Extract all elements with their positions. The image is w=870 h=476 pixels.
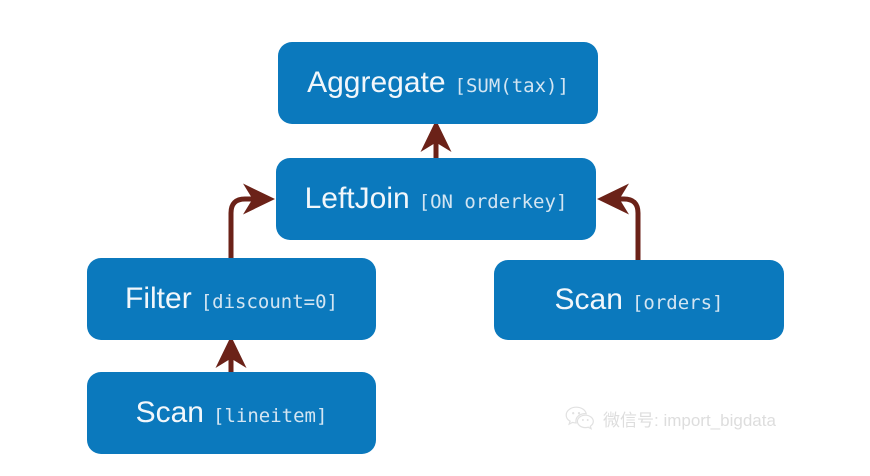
- edge-scanorders-to-leftjoin: [596, 183, 641, 260]
- node-aggregate-content: Aggregate [SUM(tax)]: [307, 66, 569, 100]
- watermark: 微信号: import_bigdata: [565, 405, 776, 431]
- node-aggregate[interactable]: Aggregate [SUM(tax)]: [278, 42, 598, 124]
- node-leftjoin-content: LeftJoin [ON orderkey]: [305, 182, 568, 216]
- node-scan-orders-content: Scan [orders]: [555, 283, 724, 317]
- node-aggregate-args: [SUM(tax)]: [454, 75, 569, 97]
- node-scan-lineitem[interactable]: Scan [lineitem]: [87, 372, 376, 454]
- node-leftjoin-args: [ON orderkey]: [418, 191, 568, 213]
- node-aggregate-op: Aggregate: [307, 66, 446, 99]
- node-filter-args: [discount=0]: [200, 291, 338, 313]
- wechat-icon: [565, 405, 595, 431]
- node-scan-orders-op: Scan: [554, 283, 623, 316]
- node-scan-lineitem-args: [lineitem]: [213, 405, 328, 427]
- node-scan-orders-args: [orders]: [631, 292, 724, 314]
- node-filter[interactable]: Filter [discount=0]: [87, 258, 376, 340]
- node-leftjoin[interactable]: LeftJoin [ON orderkey]: [276, 158, 596, 240]
- node-filter-op: Filter: [125, 282, 192, 315]
- watermark-text: 微信号: import_bigdata: [603, 410, 776, 430]
- node-scan-lineitem-op: Scan: [135, 396, 204, 429]
- edge-filter-to-leftjoin: [228, 183, 276, 258]
- node-leftjoin-op: LeftJoin: [304, 182, 410, 215]
- node-scan-lineitem-content: Scan [lineitem]: [136, 396, 328, 430]
- node-filter-content: Filter [discount=0]: [125, 282, 338, 316]
- node-scan-orders[interactable]: Scan [orders]: [494, 260, 784, 340]
